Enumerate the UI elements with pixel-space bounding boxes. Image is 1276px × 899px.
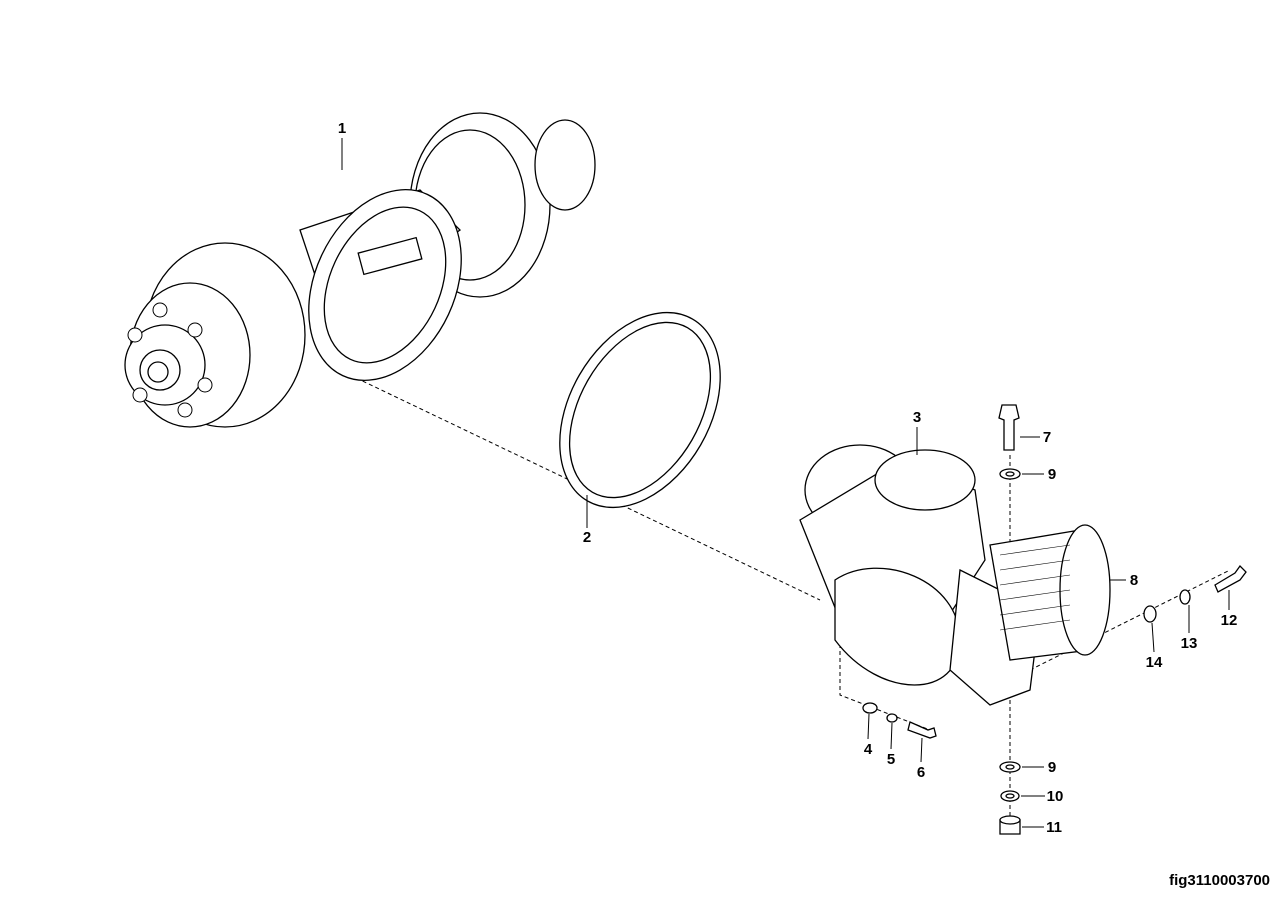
callout-1: 1: [338, 120, 346, 137]
callout-6: 6: [917, 764, 925, 781]
callout-4: 4: [864, 741, 873, 758]
callout-14: 14: [1146, 654, 1163, 671]
assembly-line: [839, 630, 931, 731]
washer-9-top: [999, 468, 1021, 480]
figure-id: fig3110003700: [1169, 872, 1270, 889]
lockwasher-5: [886, 713, 898, 723]
callout-9-top: 9: [1048, 466, 1056, 483]
nut-11: [999, 815, 1021, 835]
lockwasher-13: [1179, 589, 1191, 605]
washer-14: [1143, 605, 1157, 623]
callout-9-bottom: 9: [1048, 759, 1056, 776]
axle-housing-part: [124, 112, 596, 428]
callout-8: 8: [1130, 572, 1138, 589]
bolt-7: [998, 404, 1020, 451]
washer-9-bottom: [999, 761, 1021, 773]
callout-13: 13: [1181, 635, 1198, 652]
callout-3: 3: [913, 409, 921, 426]
callout-10: 10: [1047, 788, 1064, 805]
leader-lines: [341, 138, 1230, 828]
callout-5: 5: [887, 751, 895, 768]
motor-part: [989, 524, 1111, 661]
bolt-12: [1214, 564, 1247, 593]
washer-4: [862, 702, 878, 714]
callout-11: 11: [1046, 819, 1062, 836]
washer-10: [1000, 790, 1020, 802]
gasket-part: [559, 311, 721, 509]
bolt-6: [907, 721, 937, 739]
callout-2: 2: [583, 529, 591, 546]
callout-12: 12: [1221, 612, 1238, 629]
callout-7: 7: [1043, 429, 1051, 446]
